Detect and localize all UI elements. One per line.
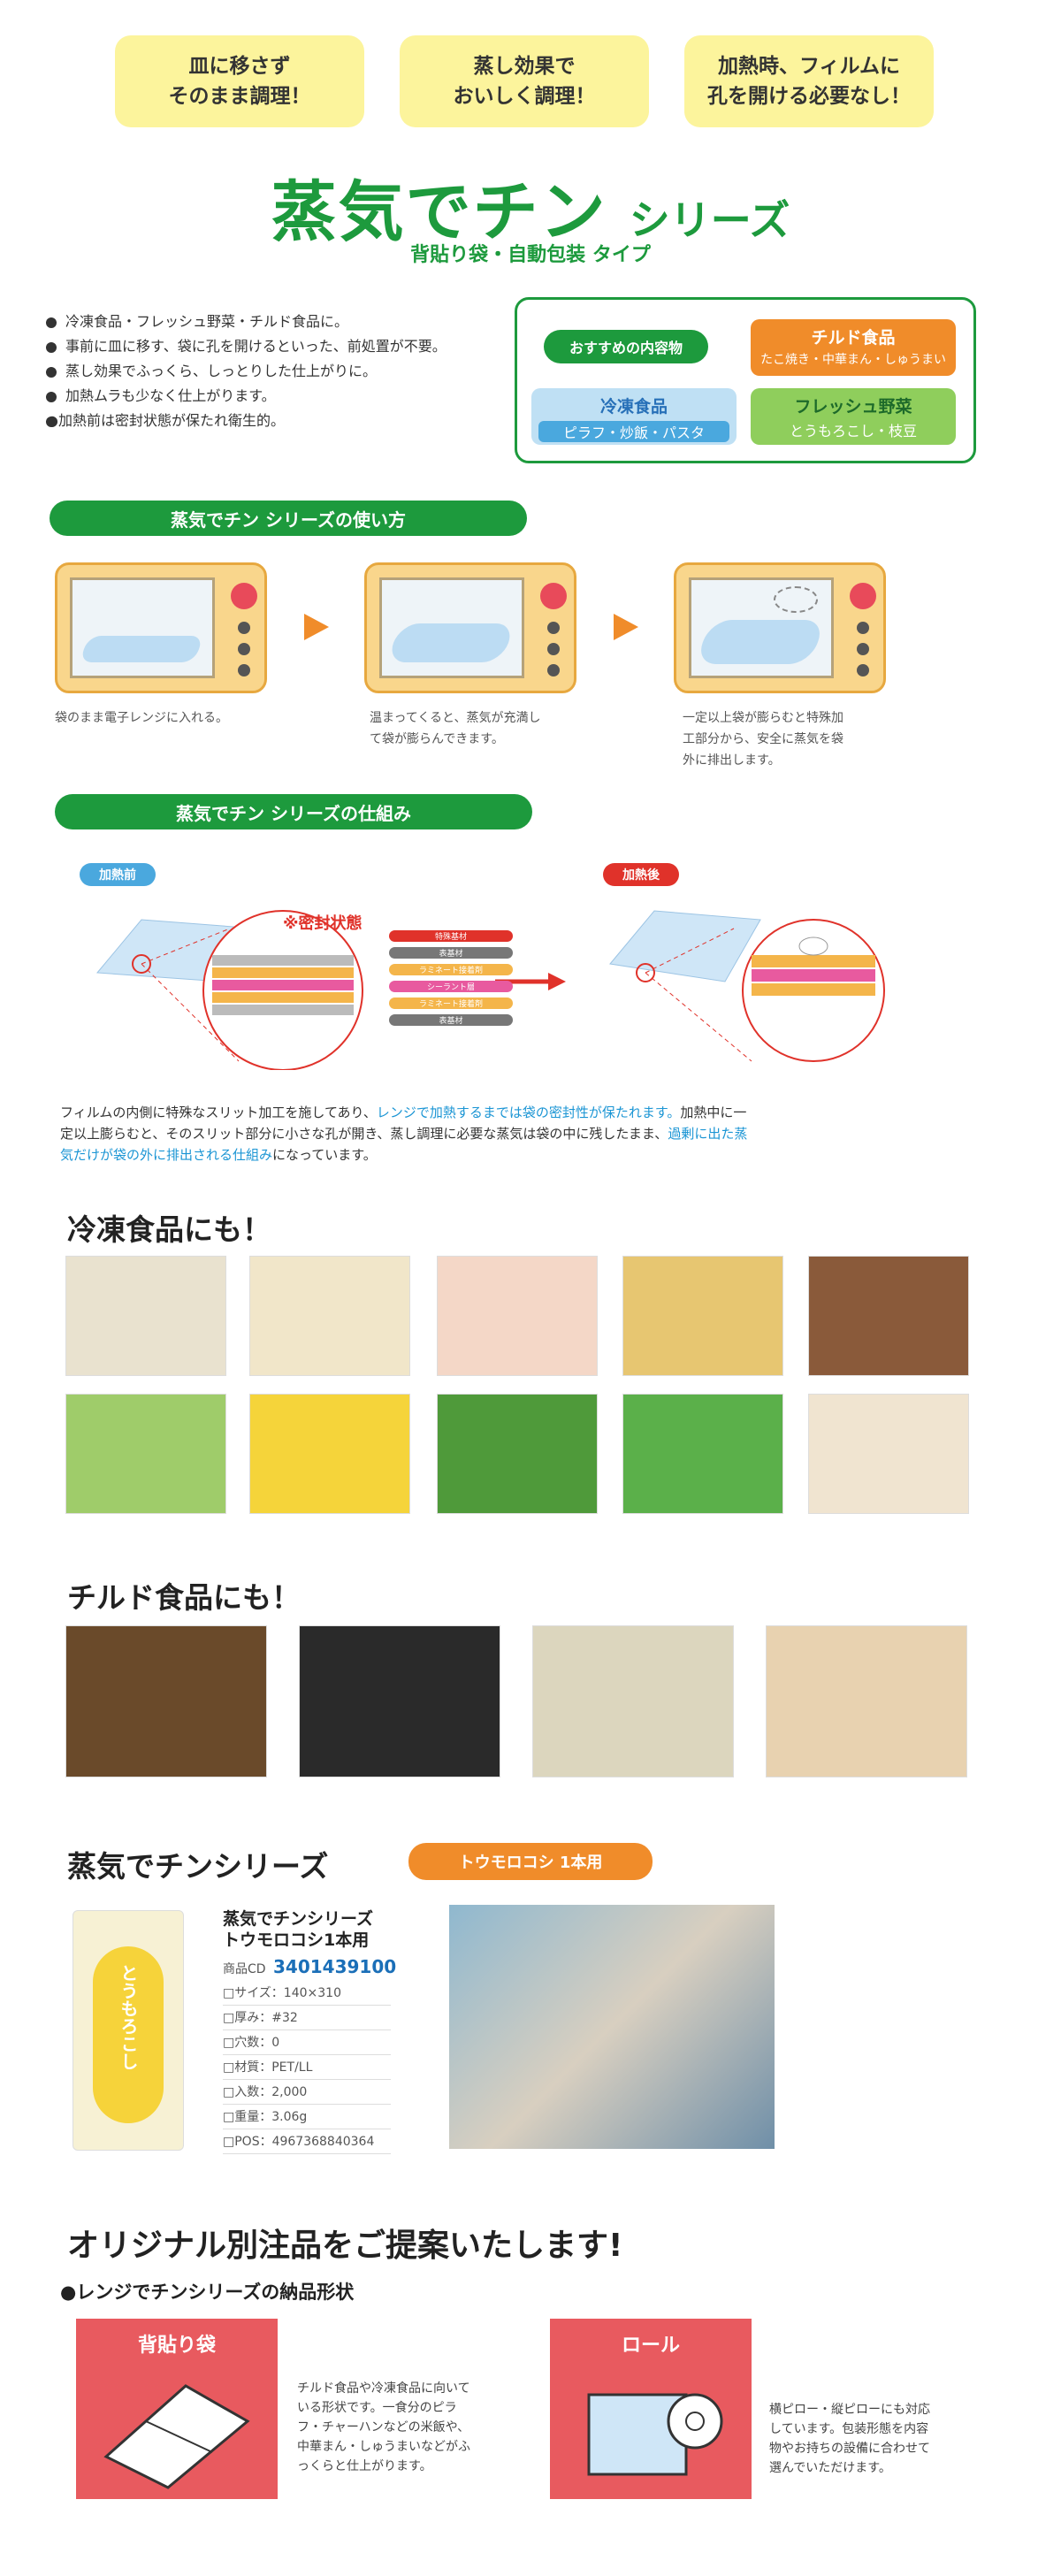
food-photo [622, 1394, 783, 1514]
chilled-title: チルド食品 [811, 328, 896, 348]
frozen-section-title: 冷凍食品にも！ [67, 1212, 271, 1247]
mechanism-diagram [95, 910, 885, 1070]
product-photo [449, 1905, 775, 2149]
layer-label: 表基材 [389, 1014, 513, 1026]
bag-label: 背貼り袋 [137, 2335, 216, 2357]
mechanism-title: 蒸気でチン シリーズの仕組み [55, 794, 532, 829]
food-photo [65, 1625, 267, 1777]
product-specs: □サイズ：140×310 □厚み：#32 □穴数：0 □材質：PET/LL □入… [223, 1981, 391, 2154]
product-name-line: トウモロコシ1本用 [223, 1930, 370, 1950]
chilled-card: チルド食品 たこ焼き・中華まん・しゅうまい [751, 319, 956, 376]
howto-step-2: 温まってくると、蒸気が充満し て袋が膨らんできます。 [370, 711, 541, 746]
howto-step-3: 一定以上袋が膨らむと特殊加 工部分から、安全に蒸気を袋 外に排出します。 [683, 711, 843, 768]
product-code: 3401439100 [273, 1956, 397, 1977]
chilled-items: たこ焼き・中華まん・しゅうまい [760, 353, 946, 367]
desc-text: 加熱中に一定以上膨らむと、そのスリット部分に小さな孔が開き、蒸し調理に必要な蒸気… [60, 1105, 747, 1142]
howto-title: 蒸気でチン シリーズの使い方 [50, 501, 527, 536]
feature-list: 冷凍食品・フレッシュ野菜・チルド食品に。 事前に皿に移す、袋に孔を開けるといった… [46, 310, 506, 433]
series-heading: 蒸気でチン シリーズ [0, 159, 1061, 254]
microwave-illustration-1 [55, 562, 267, 693]
food-photo [65, 1394, 226, 1514]
product-package-image: とうもろこし [73, 1910, 184, 2151]
bag-description: チルド食品や冷凍食品に向いて いる形状です。一食分のピラ フ・チャーハンなどの米… [297, 2381, 470, 2473]
spec-row: □穴数：0 [223, 2030, 391, 2055]
layer-label: シーラント層 [389, 981, 513, 992]
original-subtitle: ●レンジでチンシリーズの納品形状 [60, 2282, 355, 2303]
howto-step-1: 袋のまま電子レンジに入れる。 [55, 711, 228, 725]
frozen-items: ピラフ・炒飯・パスタ [538, 421, 729, 442]
after-badge: 加熱後 [603, 863, 679, 886]
product-section-title: 蒸気でチンシリーズ [67, 1849, 329, 1884]
layer-label: ラミネート接着剤 [389, 998, 513, 1009]
food-photo [249, 1256, 410, 1376]
roll-description: 横ピロー・縦ピローにも対応 しています。包装形態を内容 物やお持ちの設備に合わせ… [769, 2403, 930, 2475]
arrow-right-icon [614, 614, 638, 640]
feature-item: 冷凍食品・フレッシュ野菜・チルド食品に。 [46, 310, 506, 334]
desc-highlight: レンジで加熱するまでは袋の密封性が保たれます。 [376, 1105, 681, 1120]
spec-row: □入数：2,000 [223, 2080, 391, 2105]
arrow-right-icon [304, 614, 329, 640]
recommend-box: おすすめの内容物 チルド食品 たこ焼き・中華まん・しゅうまい 冷凍食品 ピラフ・… [515, 297, 976, 463]
feature-item: 蒸し効果でふっくら、しっとりした仕上がりに。 [46, 359, 506, 384]
food-photo [437, 1256, 598, 1376]
fresh-title: フレッシュ野菜 [794, 397, 912, 417]
spec-row: □厚み：#32 [223, 2006, 391, 2030]
food-photo [808, 1394, 969, 1514]
desc-text: になっています。 [272, 1147, 377, 1163]
food-photo [532, 1625, 734, 1777]
recommend-label: おすすめの内容物 [544, 330, 708, 363]
product-code-row: 商品CD 3401439100 [223, 1956, 396, 1977]
series-title: 蒸気でチン [271, 174, 607, 250]
spec-row: □サイズ：140×310 [223, 1981, 391, 2006]
series-subtitle: 背貼り袋・自動包装 タイプ [410, 244, 651, 266]
roll-label: ロール [621, 2335, 680, 2357]
feature-item: 加熱ムラも少なく仕上がります。 [46, 384, 506, 409]
layer-label: ラミネート接着剤 [389, 964, 513, 975]
frozen-title: 冷凍食品 [599, 397, 668, 417]
food-photo [299, 1625, 500, 1777]
desc-text: フィルムの内側に特殊なスリット加工を施してあり、 [60, 1105, 377, 1120]
fresh-card: フレッシュ野菜 とうもろこし・枝豆 [751, 388, 956, 445]
product-name-line: 蒸気でチンシリーズ [223, 1909, 374, 1929]
feature-bubble-3: 加熱時、フィルムに 孔を開ける必要なし！ [684, 35, 934, 127]
product-badge: トウモロコシ 1本用 [408, 1843, 653, 1880]
product-name: 蒸気でチンシリーズ トウモロコシ1本用 [223, 1908, 373, 1951]
spec-row: □材質：PET/LL [223, 2055, 391, 2080]
mechanism-description: フィルムの内側に特殊なスリット加工を施してあり、レンジで加熱するまでは袋の密封性… [60, 1102, 759, 1166]
feature-item: 事前に皿に移す、袋に孔を開けるといった、前処置が不要。 [46, 334, 506, 359]
layer-label: 特殊基材 [389, 930, 513, 942]
fresh-items: とうもろこし・枝豆 [789, 423, 917, 440]
feature-item: ●加熱前は密封状態が保たれ衛生的。 [46, 409, 506, 433]
original-title: オリジナル別注品をご提案いたします! [67, 2228, 623, 2264]
food-photo [249, 1394, 410, 1514]
before-badge: 加熱前 [80, 863, 156, 886]
food-photo [766, 1625, 967, 1777]
frozen-card: 冷凍食品 ピラフ・炒飯・パスタ [531, 388, 737, 445]
food-photo [65, 1256, 226, 1376]
roll-icon [587, 2393, 723, 2476]
layer-label: 表基材 [389, 947, 513, 959]
feature-bubble-1: 皿に移さず そのまま調理！ [115, 35, 364, 127]
chilled-section-title: チルド食品にも！ [67, 1580, 301, 1615]
roll-shape-card: ロール [550, 2319, 752, 2499]
layer-legend: 特殊基材 表基材 ラミネート接着剤 シーラント層 ラミネート接着剤 表基材 [389, 930, 513, 1026]
sealed-label: ※密封状態 [283, 914, 363, 933]
series-suffix: シリーズ [629, 196, 790, 244]
feature-bubble-2: 蒸し効果で おいしく調理！ [400, 35, 649, 127]
spec-row: □POS：4967368840364 [223, 2129, 391, 2154]
spec-row: □重量：3.06g [223, 2105, 391, 2129]
desc-highlight: 過剰に出た蒸気だけが袋の外に排出される仕組み [60, 1126, 748, 1163]
product-code-label: 商品CD [223, 1962, 266, 1976]
microwave-illustration-2 [364, 562, 576, 693]
food-photo [622, 1256, 783, 1376]
food-photo [437, 1394, 598, 1514]
microwave-illustration-3 [674, 562, 886, 693]
package-text: とうもろこし [118, 1964, 139, 2070]
food-photo [808, 1256, 969, 1376]
bag-shape-card: 背貼り袋 [76, 2319, 278, 2499]
bag-icon [103, 2384, 250, 2489]
